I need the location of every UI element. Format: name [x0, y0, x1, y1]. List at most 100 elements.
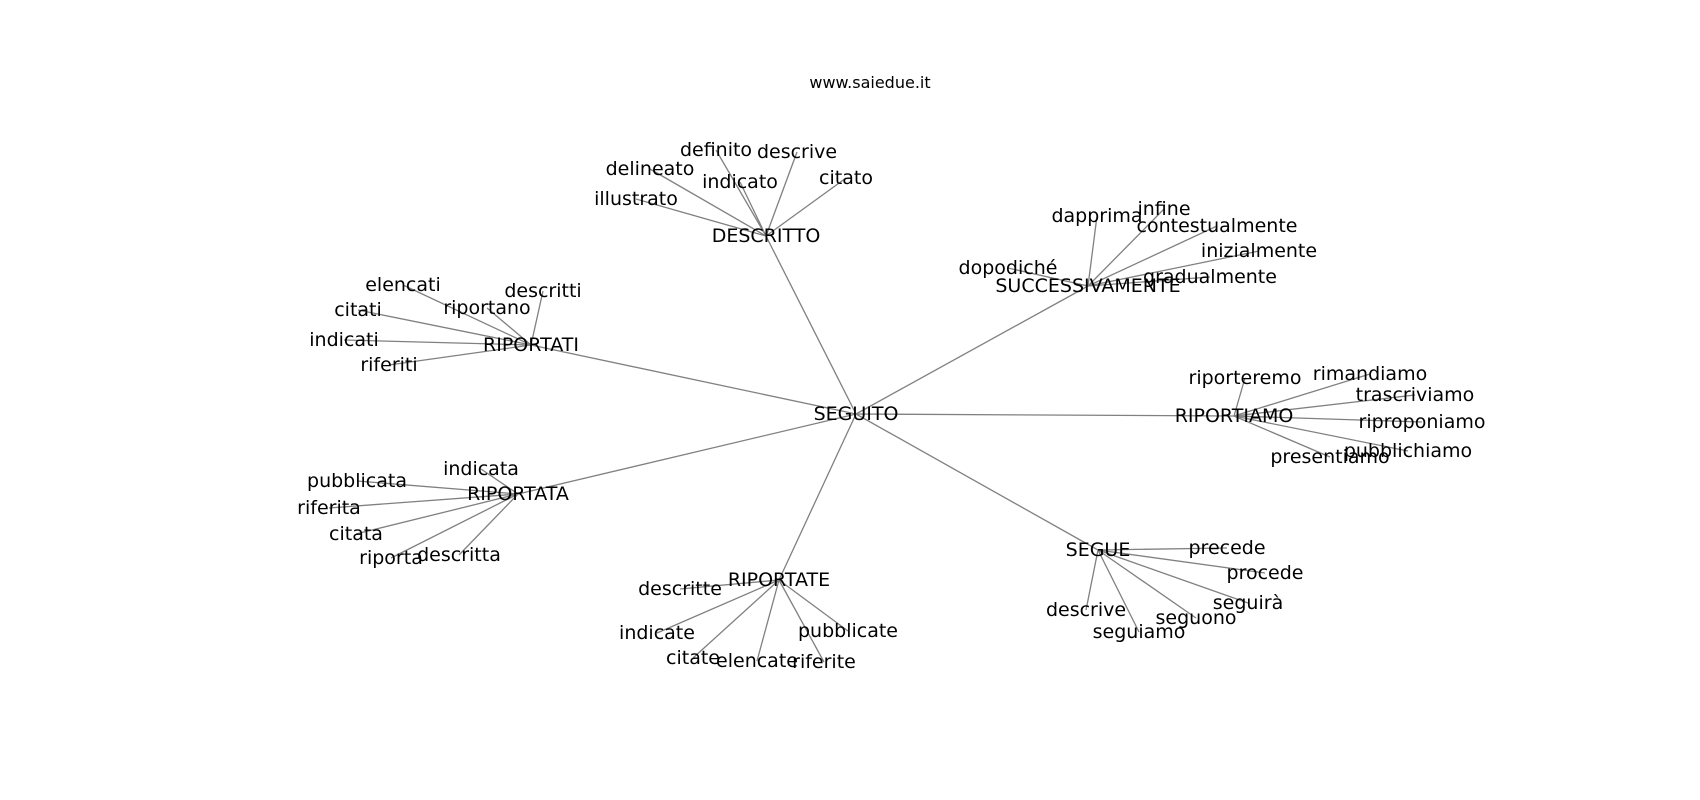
node-leaf-citata: citata: [329, 523, 383, 545]
node-leaf-descritti: descritti: [504, 280, 581, 302]
edge-riportati-indicati: [343, 339, 532, 346]
edge-center-successivamente: [855, 285, 1089, 415]
edge-center-riportiamo: [855, 413, 1235, 417]
edge-successivamente-dopodiche: [1007, 267, 1089, 287]
edge-riportate-descritte: [679, 579, 780, 590]
node-leaf-delineato: delineato: [606, 158, 695, 180]
node-leaf-indicata: indicata: [443, 458, 519, 480]
node-leaf-precede: precede: [1188, 537, 1265, 559]
edge-riportiamo-rimandiamo: [1233, 373, 1371, 417]
node-leaf-riferiti: riferiti: [360, 354, 417, 376]
edge-segue-descrive: [1085, 549, 1099, 611]
edge-riportati-citati: [357, 309, 532, 346]
edge-center-descritto: [765, 235, 857, 415]
edge-descritto-illustrato: [635, 198, 767, 237]
node-leaf-descritte: descritte: [638, 578, 722, 600]
edge-riportiamo-pubblichiamo: [1233, 415, 1409, 452]
edge-center-riportati: [530, 344, 857, 415]
edge-descritto-descrive: [765, 151, 798, 237]
node-leaf-pubblicate: pubblicate: [798, 620, 898, 642]
node-leaf-definito: definito: [680, 139, 752, 161]
node-hub-riportata: RIPORTATA: [467, 483, 569, 505]
node-hub-descritto: DESCRITTO: [712, 225, 821, 247]
node-leaf-citati: citati: [334, 299, 382, 321]
edge-riportata-riferita: [328, 493, 519, 509]
node-leaf-infine: infine: [1137, 198, 1190, 220]
edge-riportiamo-trascriviamo: [1233, 394, 1416, 417]
site-label: www.saiedue.it: [809, 73, 930, 92]
node-leaf-elencati: elencati: [365, 274, 441, 296]
node-hub-riportiamo: RIPORTIAMO: [1175, 405, 1294, 427]
node-leaf-riproponiamo: riproponiamo: [1359, 411, 1486, 433]
node-leaf-riportano: riportano: [443, 297, 530, 319]
edge-descritto-delineato: [649, 168, 767, 237]
node-leaf-elencate: elencate: [716, 650, 798, 672]
node-leaf-seguiamo: seguiamo: [1093, 621, 1186, 643]
node-leaf-pubblicata: pubblicata: [307, 470, 407, 492]
node-leaf-indicati: indicati: [309, 329, 378, 351]
edge-riportate-indicate: [656, 579, 780, 634]
node-leaf-riporteremo: riporteremo: [1189, 367, 1302, 389]
node-leaf-indicate: indicate: [619, 622, 695, 644]
edge-descritto-definito: [715, 149, 767, 237]
edge-riportate-riferite: [778, 579, 825, 663]
edge-riportata-indicata: [480, 468, 519, 495]
node-leaf-descritta: descritta: [417, 544, 501, 566]
edge-riportati-descritti: [530, 290, 544, 346]
edge-successivamente-inizialmente: [1087, 250, 1260, 287]
node-leaf-presentiamo: presentiamo: [1270, 446, 1389, 468]
edge-riportata-citata: [355, 493, 519, 535]
node-leaf-contestualmente: contestualmente: [1137, 215, 1298, 237]
edge-riportata-descritta: [458, 493, 519, 556]
node-hub-riportate: RIPORTATE: [728, 569, 830, 591]
node-leaf-indicato: indicato: [702, 171, 778, 193]
edge-riportate-elencate: [756, 579, 780, 662]
edge-segue-seguono: [1097, 549, 1197, 619]
node-leaf-inizialmente: inizialmente: [1201, 240, 1317, 262]
edge-center-riportate: [778, 413, 857, 581]
node-leaf-trascriviamo: trascriviamo: [1356, 384, 1475, 406]
node-leaf-procede: procede: [1227, 562, 1304, 584]
node-leaf-descrive: descrive: [1046, 599, 1126, 621]
edge-successivamente-infine: [1087, 208, 1165, 287]
node-leaf-descrive: descrive: [757, 141, 837, 163]
node-leaf-pubblichiamo: pubblichiamo: [1344, 440, 1472, 462]
edge-segue-seguira: [1097, 549, 1249, 604]
edge-successivamente-contestualmente: [1087, 225, 1218, 287]
edge-descritto-indicato: [739, 181, 767, 237]
node-leaf-dopodiche: dopodiché: [959, 257, 1058, 279]
node-leaf-dapprima: dapprima: [1051, 205, 1142, 227]
edge-riportati-elencati: [402, 284, 532, 346]
node-leaf-citate: citate: [666, 647, 720, 669]
node-hub-successivamente: SUCCESSIVAMENTE: [995, 275, 1180, 297]
edge-riportiamo-riproponiamo: [1233, 415, 1423, 423]
node-leaf-seguira: seguirà: [1213, 592, 1283, 614]
edge-segue-seguiamo: [1097, 549, 1140, 633]
edge-segue-procede: [1097, 549, 1266, 574]
edge-center-segue: [855, 413, 1099, 551]
node-leaf-riferita: riferita: [297, 497, 361, 519]
edge-descritto-citato: [765, 177, 847, 237]
edge-riportata-riporta: [390, 493, 519, 559]
edge-segue-precede: [1097, 547, 1228, 551]
node-leaf-illustrato: illustrato: [594, 188, 678, 210]
node-hub-segue: SEGUE: [1066, 539, 1131, 561]
edge-successivamente-gradualmente: [1087, 276, 1211, 287]
node-leaf-riporta: riporta: [359, 547, 423, 569]
edge-riportata-pubblicata: [356, 480, 519, 495]
node-leaf-riferite: riferite: [792, 651, 856, 673]
edge-riportiamo-presentiamo: [1233, 415, 1331, 458]
edge-center-riportata: [517, 413, 857, 495]
edge-riportate-citate: [692, 579, 780, 659]
node-leaf-citato: citato: [819, 167, 873, 189]
edges: [328, 149, 1423, 663]
edge-riportate-pubblicate: [778, 579, 849, 632]
edge-successivamente-dapprima: [1087, 215, 1098, 287]
edge-riportiamo-riporteremo: [1233, 377, 1246, 417]
edge-riportati-riportano: [486, 307, 532, 346]
node-center-seguito: SEGUITO: [814, 403, 899, 425]
edge-riportati-riferiti: [388, 344, 532, 366]
node-leaf-seguono: seguono: [1156, 607, 1237, 629]
